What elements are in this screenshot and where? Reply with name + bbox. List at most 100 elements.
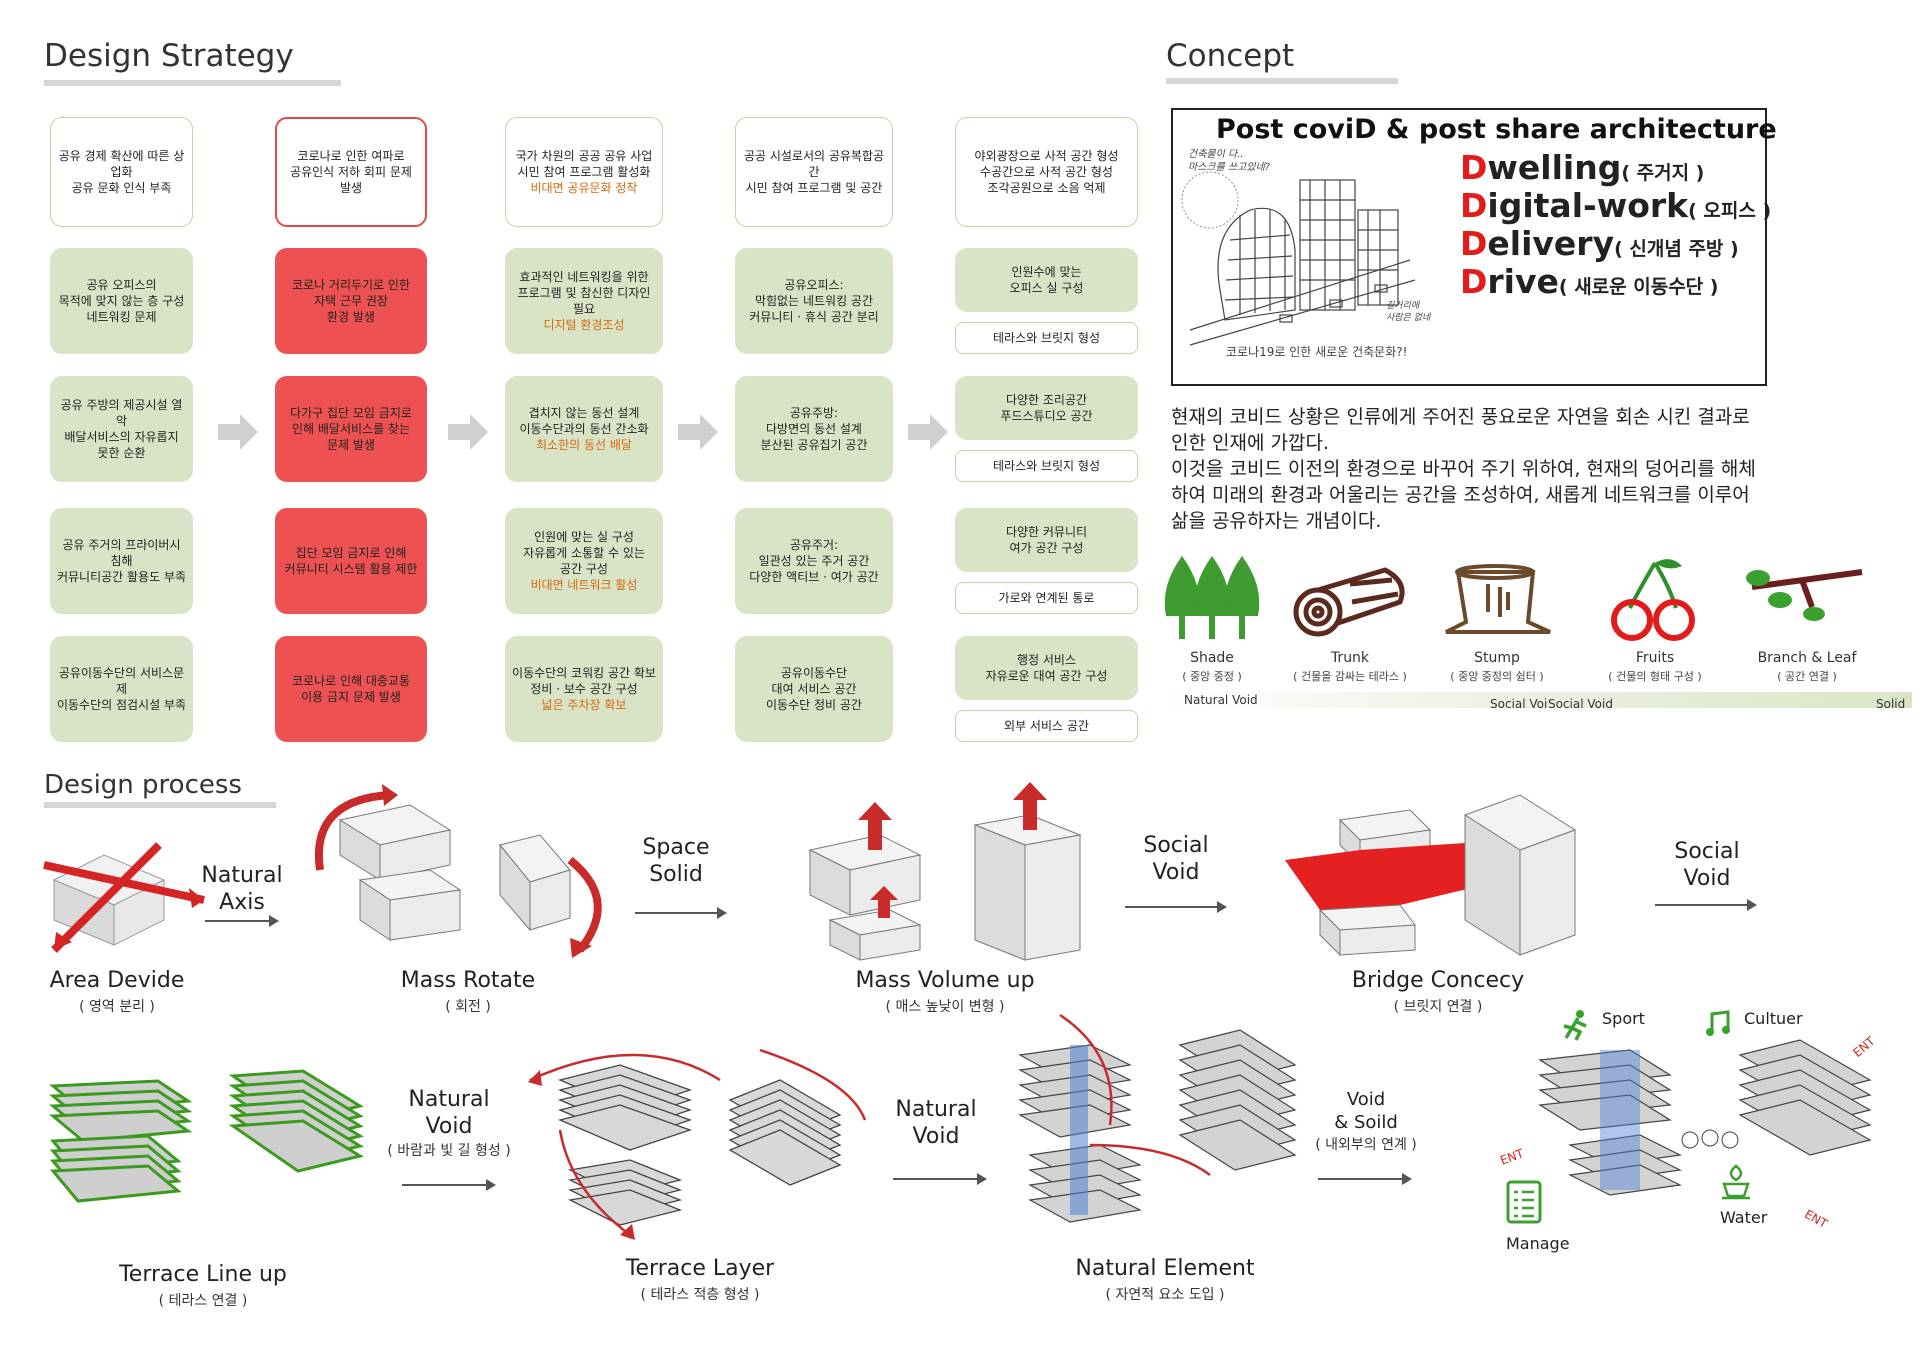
- design-process-title: Design process: [44, 770, 242, 800]
- final-label-water: Water: [1720, 1208, 1768, 1227]
- strategy-cell-text: 공유주거: 일관성 있는 주거 공간 다양한 액티브 · 여가 공간: [749, 538, 879, 584]
- strategy-cell-highlight: 비대면 네트워크 활성: [530, 578, 638, 592]
- sketch-note-1: 건축물이 다.. 마스크를 쓰고있네?: [1188, 149, 1271, 173]
- d-word-3: Delivery( 신개념 주방 ): [1460, 224, 1739, 263]
- process-transition-label: Natural Void: [895, 1097, 977, 1149]
- d-word-4: Drive( 새로운 이동수단 ): [1460, 262, 1718, 301]
- stump-icon: [1445, 564, 1551, 634]
- final-label-culture: Cultuer: [1744, 1009, 1803, 1028]
- process-step-sub: ( 테라스 적층 형성 ): [640, 1287, 760, 1303]
- strategy-cell-text: 효과적인 네트워킹을 위한 프로그램 및 참신한 디자인 필요: [517, 270, 651, 316]
- clipboard-icon: [1506, 1180, 1542, 1224]
- process-step-title: Mass Rotate: [400, 968, 536, 993]
- strategy-cell-text: 인원에 맞는 실 구성 자유롭게 소통할 수 있는 공간 구성: [523, 530, 645, 576]
- tree-icon: [1164, 556, 1260, 639]
- d-word-korean: ( 오피스 ): [1688, 200, 1772, 222]
- strategy-header-highlight: 비대면 공유문화 정착: [530, 181, 638, 195]
- concept-icon-sub-4: ( 건물의 형태 구성 ): [1608, 670, 1702, 683]
- process-step-title: Natural Element: [1075, 1256, 1255, 1281]
- sketch-note-2: 길거리에 사람은 없네: [1386, 301, 1431, 323]
- strategy-subcell-4: 외부 서비스 공간: [955, 710, 1138, 742]
- d-word-initial: D: [1460, 262, 1488, 301]
- process-step-title: Area Devide: [49, 968, 185, 993]
- design-process-rule: [44, 802, 276, 808]
- concept-icon-sub-3: ( 중앙 중정의 쉼터 ): [1450, 670, 1544, 683]
- void-label-social-a: Social Voi: [1490, 697, 1548, 711]
- d-word-korean: ( 주거지 ): [1621, 162, 1705, 184]
- concept-icon-sub-1: ( 중앙 중정 ): [1182, 670, 1242, 683]
- terrace-layer-diagram: [528, 1048, 867, 1240]
- strategy-cell-2-1: 코로나 거리두기로 인한 자택 근무 권장 환경 발생: [275, 248, 427, 354]
- strategy-cell-4-2: 공유주방: 다방면의 동선 설계 분산된 공유집기 공간: [735, 376, 893, 482]
- process-step-sub: ( 테라스 연결 ): [158, 1293, 248, 1309]
- strategy-cell-highlight: 디지털 환경조성: [543, 318, 625, 332]
- strategy-header-text: 공유 경제 확산에 따른 상업화 공유 문화 인식 부족: [58, 149, 185, 195]
- process-step-sub: ( 영역 분리 ): [79, 999, 155, 1015]
- process-transition-label: Natural Void: [408, 1087, 490, 1139]
- d-word-rest: igital-work: [1487, 186, 1689, 225]
- strategy-cell-text: 다양한 커뮤니티 여가 공간 구성: [1005, 525, 1088, 555]
- strategy-cell-1-2: 공유 주방의 제공시설 열악 배달서비스의 자유롭지 못한 순환: [50, 376, 193, 482]
- d-word-rest: welling: [1487, 148, 1622, 187]
- strategy-cell-1-1: 공유 오피스의 목적에 맞지 않는 층 구성 네트워킹 문제: [50, 248, 193, 354]
- process-step-title: Terrace Layer: [625, 1256, 775, 1281]
- strategy-header-text: 국가 차원의 공공 공유 사업 시민 참여 프로그램 활성화: [515, 149, 653, 179]
- music-note-icon: [1706, 1010, 1730, 1036]
- final-site-diagram: [1538, 1039, 1872, 1196]
- strategy-cell-highlight: 최소한의 동선 배달: [536, 438, 632, 452]
- strategy-cell-4-4: 공유이동수단 대여 서비스 공간 이동수단 정비 공간: [735, 636, 893, 742]
- strategy-cell-text: 다양한 조리공간 푸드스튜디오 공간: [1000, 393, 1093, 423]
- strategy-header-text: 공공 시설로서의 공유복합공간 시민 참여 프로그램 및 공간: [743, 149, 885, 195]
- process-transition-label: Space Solid: [642, 835, 710, 887]
- d-word-initial: D: [1460, 224, 1488, 263]
- process-arrow: [635, 907, 727, 919]
- process-step-sub: ( 자연적 요소 도입 ): [1105, 1287, 1225, 1303]
- d-word-1: Dwelling( 주거지 ): [1460, 148, 1704, 187]
- cherry-icon: [1611, 559, 1695, 641]
- concept-icon-name-5: Branch & Leaf: [1757, 650, 1857, 666]
- process-step-title: Bridge Concecy: [1351, 968, 1525, 993]
- process-arrow: [402, 1179, 496, 1191]
- strategy-cell-text: 공유주방: 다방면의 동선 설계 분산된 공유집기 공간: [760, 406, 868, 452]
- process-transition-label: Void & Soild: [1334, 1089, 1398, 1133]
- d-word-initial: D: [1460, 148, 1488, 187]
- void-label-solid: Solid: [1876, 697, 1906, 711]
- d-word-korean: ( 신개념 주방 ): [1614, 238, 1739, 260]
- process-arrow: [1125, 901, 1227, 913]
- column-arrow-3: [678, 414, 718, 450]
- process-step-sub: ( 매스 높낮이 변형 ): [885, 999, 1005, 1015]
- final-label-manage: Manage: [1506, 1234, 1570, 1253]
- concept-rule: [1166, 78, 1398, 84]
- terrace-lineup-diagram: [49, 1069, 364, 1203]
- strategy-cell-5-3: 다양한 커뮤니티 여가 공간 구성: [955, 508, 1138, 572]
- design-strategy-rule: [44, 80, 341, 86]
- process-transition-label: Natural Axis: [201, 863, 283, 915]
- strategy-cell-text: 이동수단의 코워킹 공간 확보 정비 · 보수 공간 구성: [512, 666, 656, 696]
- strategy-cell-text: 공유이동수단 대여 서비스 공간 이동수단 정비 공간: [766, 666, 862, 712]
- fountain-icon: [1722, 1164, 1750, 1200]
- strategy-cell-text: 공유이동수단의 서비스문제 이동수단의 점검시설 부족: [56, 666, 187, 712]
- process-step-sub: ( 브릿지 연결 ): [1393, 999, 1483, 1015]
- strategy-cell-text: 겹치지 않는 동선 설계 이동수단과의 동선 간소화: [519, 406, 649, 436]
- process-transition-label: Social Void: [1674, 839, 1740, 891]
- void-label-natural: Natural Void: [1184, 693, 1258, 707]
- d-word-rest: rive: [1487, 262, 1559, 301]
- process-step-title: Mass Volume up: [855, 968, 1035, 993]
- d-word-initial: D: [1460, 186, 1488, 225]
- process-transition-sub: ( 내외부의 연계 ): [1315, 1137, 1417, 1153]
- concept-title: Concept: [1166, 38, 1295, 74]
- concept-icon-sub-5: ( 공간 연결 ): [1777, 670, 1837, 683]
- strategy-cell-highlight: 넓은 주차장 확보: [541, 698, 627, 712]
- strategy-header-1: 공유 경제 확산에 따른 상업화 공유 문화 인식 부족: [50, 117, 193, 227]
- concept-icon-name-2: Trunk: [1330, 650, 1370, 666]
- strategy-cell-text: 인원수에 맞는 오피스 실 구성: [1009, 265, 1084, 295]
- strategy-cell-2-3: 집단 모임 금지로 인해 커뮤니티 시스템 활용 제한: [275, 508, 427, 614]
- strategy-cell-text: 코로나 거리두기로 인한 자택 근무 권장 환경 발생: [291, 278, 411, 324]
- strategy-cell-text: 공유 주방의 제공시설 열악 배달서비스의 자유롭지 못한 순환: [60, 398, 183, 460]
- d-word-rest: elivery: [1487, 224, 1615, 263]
- branch-icon: [1746, 569, 1863, 621]
- strategy-header-text: 코로나로 인한 여파로 공유인식 저하 회피 문제 발생: [290, 149, 412, 195]
